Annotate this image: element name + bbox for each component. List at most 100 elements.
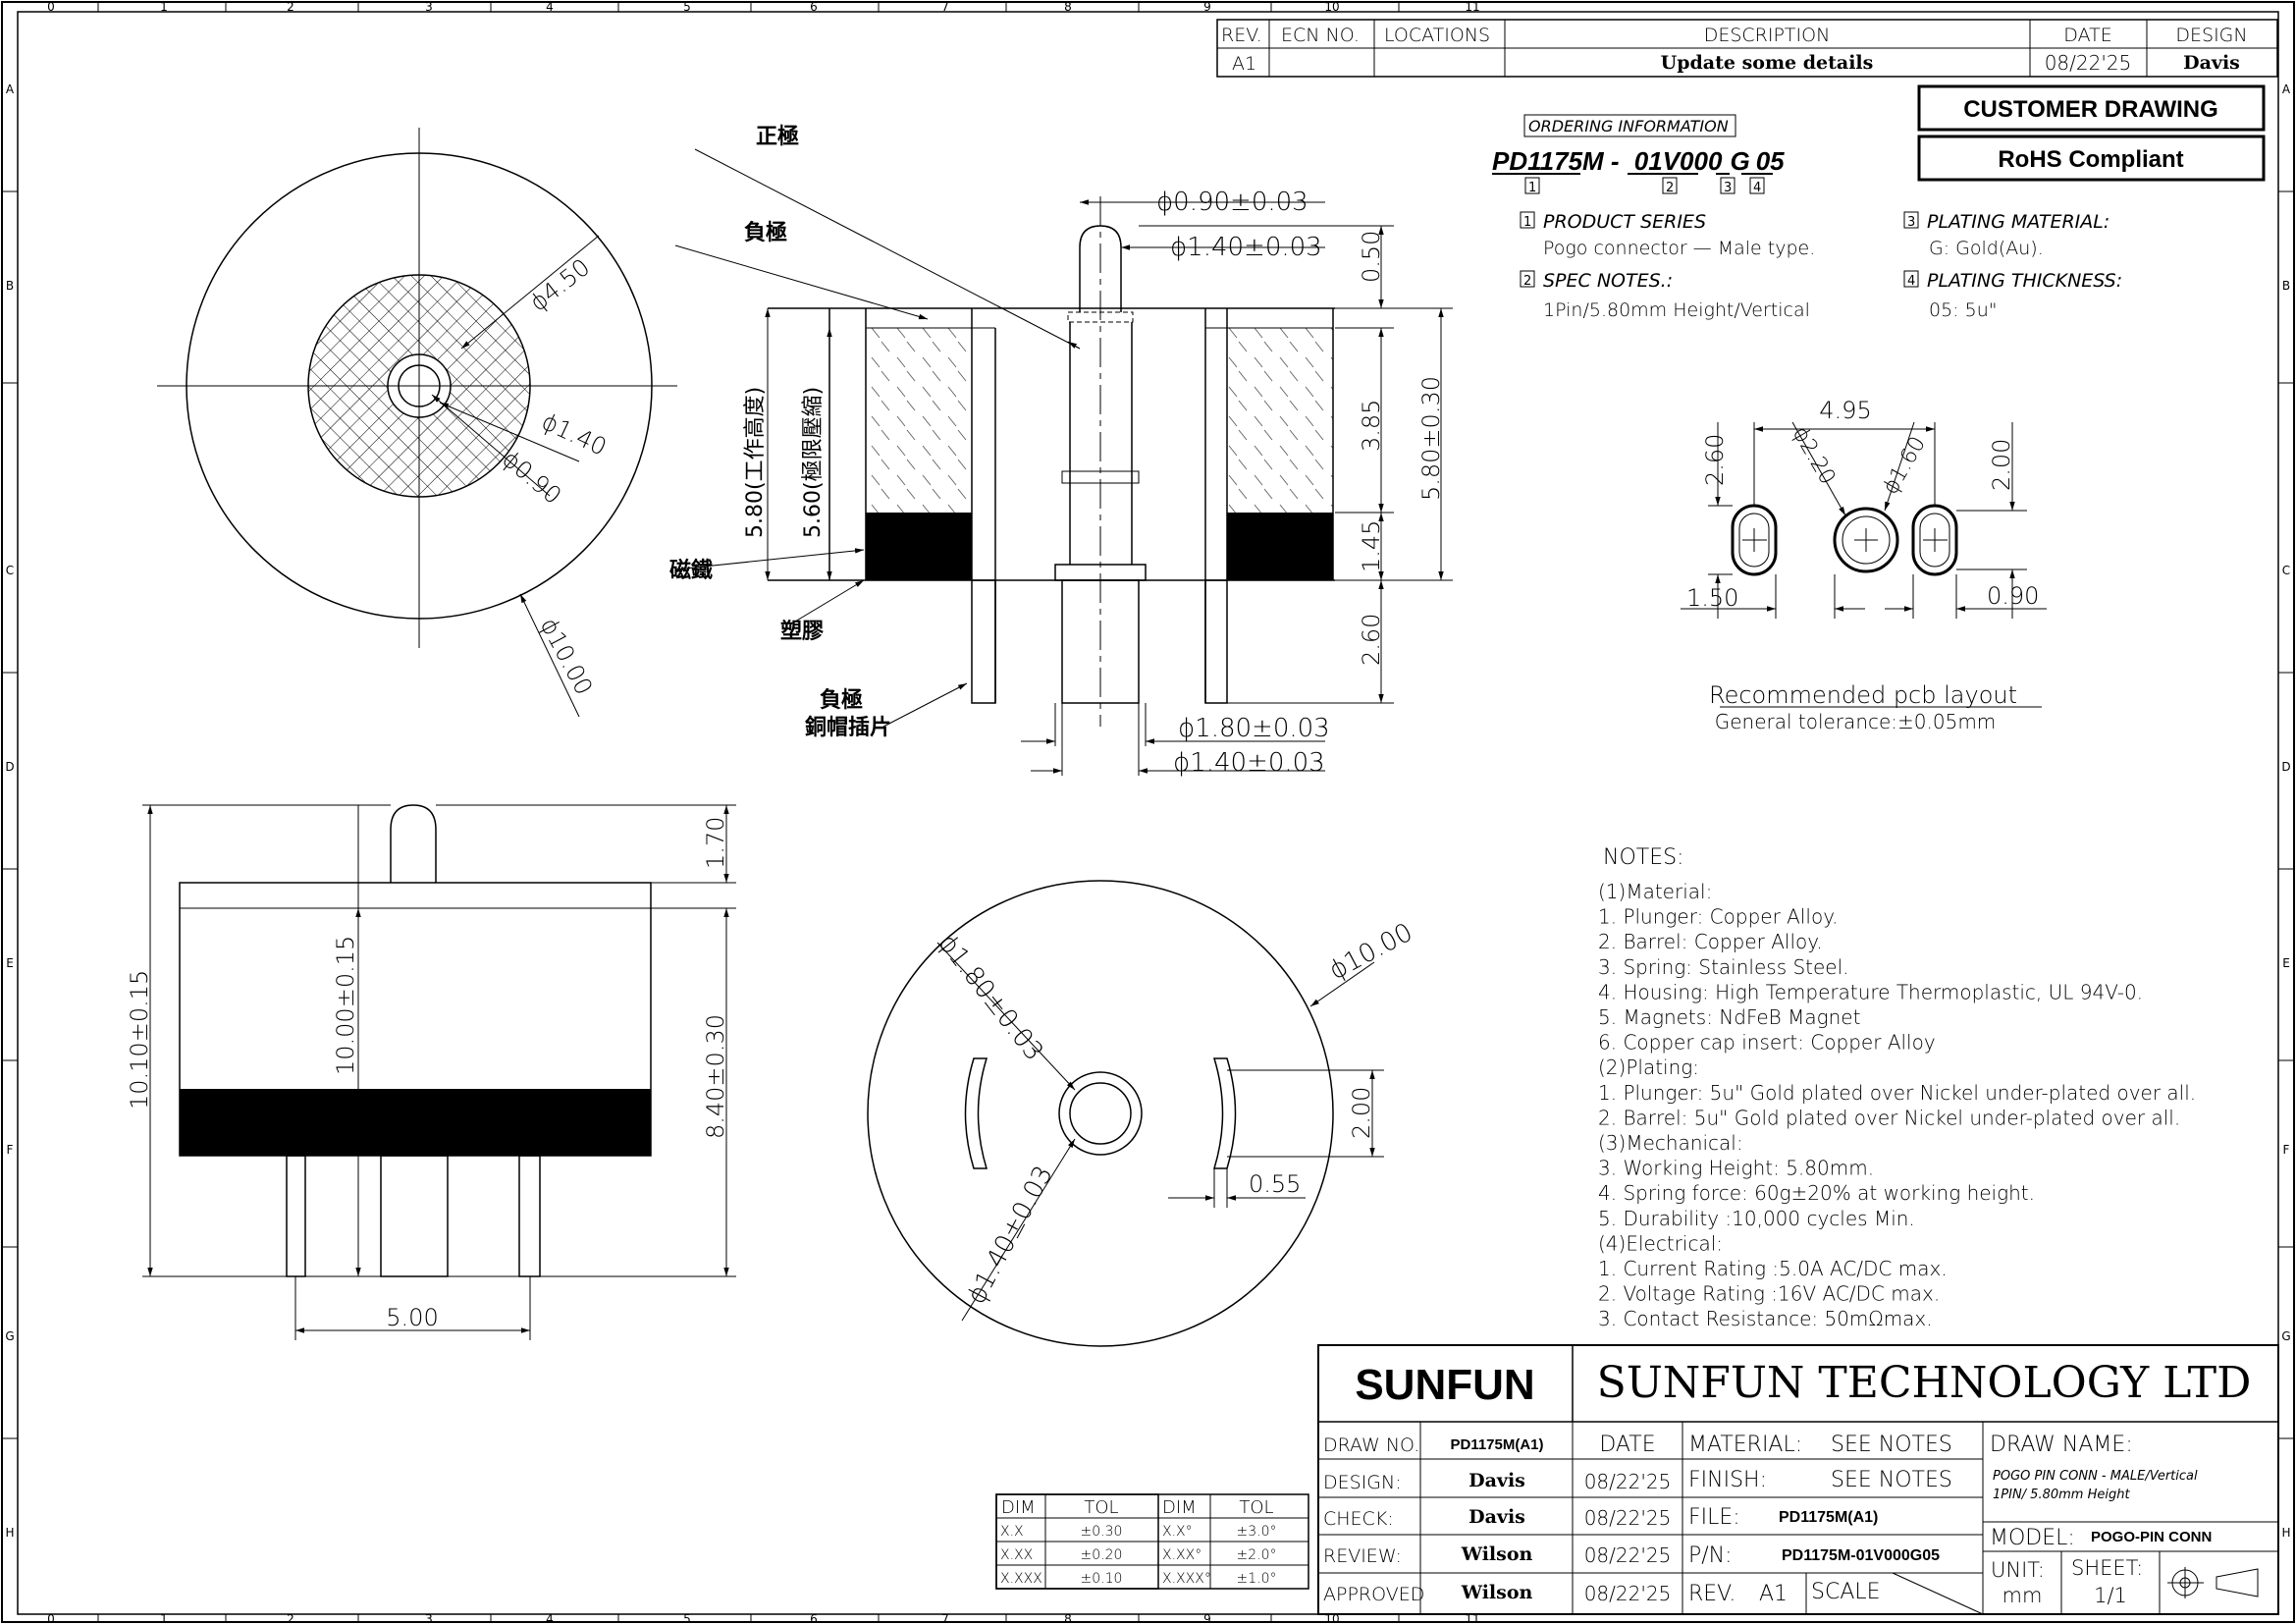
bottom-d140: ϕ1.40±0.03 bbox=[962, 1162, 1059, 1310]
label-magnet: 磁鐵 bbox=[669, 558, 713, 582]
note4-text: 05: 5u" bbox=[1929, 299, 1998, 321]
top-d140: ϕ1.40 bbox=[537, 407, 611, 461]
sheet: 1/1 bbox=[2094, 1584, 2127, 1607]
svg-text:FILE:: FILE: bbox=[1688, 1505, 1740, 1530]
date-value: 08/22'25 bbox=[2045, 51, 2132, 75]
tol-cell: X.XX bbox=[1000, 1547, 1033, 1563]
border-row-label: C bbox=[6, 564, 14, 577]
note-line: (3)Mechanical: bbox=[1598, 1131, 1743, 1155]
border-col-label: 6 bbox=[810, 1612, 818, 1624]
unit: mm bbox=[2002, 1584, 2043, 1607]
svg-text:FINISH:: FINISH: bbox=[1688, 1468, 1767, 1492]
pcb-d220: ϕ2.20 bbox=[1788, 423, 1840, 489]
note3-text: G: Gold(Au). bbox=[1929, 238, 2044, 259]
tol-cell: X.X bbox=[1000, 1524, 1024, 1540]
note2-title: SPEC NOTES.: bbox=[1543, 270, 1673, 292]
top-d090: ϕ0.90 bbox=[497, 445, 566, 510]
pcb-title: Recommended pcb layout bbox=[1709, 681, 2017, 709]
border-col-label: 2 bbox=[287, 0, 294, 14]
svg-text:3: 3 bbox=[1724, 181, 1732, 195]
border-col-label: 7 bbox=[941, 1612, 949, 1624]
checker: Davis bbox=[1468, 1506, 1525, 1528]
label-negative: 負極 bbox=[744, 220, 787, 244]
border-col-label: 11 bbox=[1465, 0, 1479, 14]
border-col-label: 9 bbox=[1203, 0, 1211, 14]
pcb-w150: 1.50 bbox=[1686, 584, 1738, 612]
side-d180: ϕ1.80±0.03 bbox=[1178, 714, 1330, 743]
pcb-layout: 4.95 2.60 ϕ2.20 ϕ1.60 2.00 1.50 0.90 Rec… bbox=[1681, 397, 2047, 733]
tol-cell: X.XX° bbox=[1162, 1547, 1201, 1563]
svg-text:SHEET:: SHEET: bbox=[2071, 1556, 2143, 1580]
border-row-label: D bbox=[2281, 760, 2290, 774]
side-d140: ϕ1.40±0.03 bbox=[1170, 233, 1322, 262]
border-row-label: G bbox=[5, 1329, 14, 1343]
svg-text:CUSTOMER DRAWING: CUSTOMER DRAWING bbox=[1963, 96, 2218, 123]
locations-header: LOCATIONS bbox=[1384, 25, 1490, 46]
tol-cell: ±3.0° bbox=[1237, 1524, 1277, 1540]
border-row-label: A bbox=[2282, 82, 2291, 96]
material: SEE NOTES bbox=[1831, 1433, 1952, 1457]
svg-text:4: 4 bbox=[1907, 274, 1915, 289]
svg-text:08/22'25: 08/22'25 bbox=[1584, 1543, 1672, 1567]
border-col-label: 0 bbox=[47, 1612, 55, 1624]
note4-title: PLATING THICKNESS: bbox=[1927, 270, 2122, 292]
front-h840: 8.40±0.30 bbox=[702, 1014, 729, 1139]
tol-cell: X.XXX bbox=[1000, 1571, 1042, 1587]
label-plastic: 塑膠 bbox=[780, 619, 824, 643]
svg-text:REV.: REV. bbox=[1688, 1582, 1735, 1606]
note3-title: PLATING MATERIAL: bbox=[1927, 211, 2109, 233]
pcb-w495: 4.95 bbox=[1819, 397, 1871, 424]
note-line: 3. Contact Resistance: 50mΩmax. bbox=[1598, 1307, 1933, 1330]
note-line: 3. Spring: Stainless Steel. bbox=[1598, 955, 1849, 979]
part-no: PD1175M-01V000G05 bbox=[1782, 1547, 1940, 1564]
note1-text: Pogo connector — Male type. bbox=[1543, 238, 1815, 259]
svg-text:RoHS Compliant: RoHS Compliant bbox=[1998, 146, 2183, 173]
top-view: ϕ4.50 ϕ1.40 ϕ0.90 ϕ10.00 bbox=[157, 128, 677, 718]
bottom-d1000: ϕ10.00 bbox=[1324, 918, 1417, 986]
border-row-label: G bbox=[2281, 1329, 2290, 1343]
title-rev: A1 bbox=[1759, 1582, 1788, 1606]
border-col-label: 5 bbox=[683, 0, 691, 14]
note-line: 6. Copper cap insert: Copper Alloy bbox=[1598, 1031, 1936, 1055]
svg-text:DRAW NO.: DRAW NO. bbox=[1323, 1435, 1419, 1456]
tol-cell: ±2.0° bbox=[1237, 1547, 1277, 1563]
note1-title: PRODUCT SERIES bbox=[1543, 211, 1706, 233]
side-d140b: ϕ1.40±0.03 bbox=[1173, 748, 1325, 778]
svg-text:DRAW NAME:: DRAW NAME: bbox=[1990, 1433, 2133, 1457]
border-row-label: H bbox=[5, 1526, 14, 1540]
model: POGO-PIN CONN bbox=[2091, 1529, 2212, 1545]
bottom-h200: 2.00 bbox=[1348, 1087, 1375, 1139]
tol-cell: ±1.0° bbox=[1237, 1571, 1277, 1587]
svg-text:2: 2 bbox=[1523, 274, 1531, 289]
side-h145: 1.45 bbox=[1358, 520, 1385, 572]
notes-title: NOTES: bbox=[1603, 845, 1684, 870]
border-col-label: 2 bbox=[287, 1612, 294, 1624]
ordering-title: ORDERING INFORMATION bbox=[1528, 117, 1729, 135]
tol-header: TOL bbox=[1239, 1497, 1273, 1518]
pcb-d160: ϕ1.60 bbox=[1879, 433, 1931, 499]
border-col-label: 4 bbox=[546, 0, 554, 14]
border-col-label: 3 bbox=[425, 0, 433, 14]
front-h1010: 10.10±0.15 bbox=[126, 970, 153, 1110]
tol-cell: ±0.30 bbox=[1081, 1524, 1123, 1540]
side-section-view: 正極 負極 磁鐵 塑膠 負極 銅帽插片 ϕ0.90±0.03 ϕ1.40±0.0… bbox=[669, 124, 1453, 778]
svg-text:MATERIAL:: MATERIAL: bbox=[1688, 1433, 1802, 1457]
note-line: 4. Housing: High Temperature Thermoplast… bbox=[1598, 980, 2143, 1003]
pcb-h260: 2.60 bbox=[1701, 434, 1729, 486]
reviewer: Wilson bbox=[1461, 1543, 1533, 1565]
tol-cell: ±0.10 bbox=[1081, 1571, 1123, 1587]
front-w500: 5.00 bbox=[386, 1304, 438, 1331]
note-line: (2)Plating: bbox=[1598, 1056, 1699, 1079]
company-logo: SUNFUN bbox=[1355, 1361, 1534, 1409]
border-row-label: H bbox=[2281, 1526, 2290, 1540]
note-line: 4. Spring force: 60g±20% at working heig… bbox=[1598, 1181, 2035, 1205]
design-value: Davis bbox=[2183, 52, 2240, 74]
border-row-label: C bbox=[2282, 564, 2290, 577]
svg-text:DATE: DATE bbox=[1599, 1433, 1655, 1457]
border-row-label: D bbox=[5, 760, 14, 774]
front-h170: 1.70 bbox=[702, 817, 729, 869]
svg-text:08/22'25: 08/22'25 bbox=[1584, 1470, 1672, 1493]
